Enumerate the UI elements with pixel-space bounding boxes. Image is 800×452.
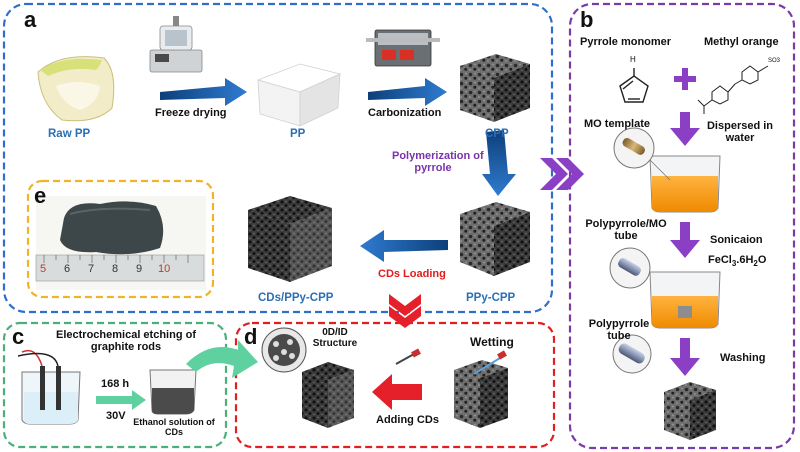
- polymerization-arrow: [482, 130, 516, 196]
- etching-title: Electrochemical etching of graphite rods: [36, 329, 216, 353]
- ruler: [35, 254, 205, 282]
- chevron-right-icon: [540, 158, 568, 190]
- ethanol-solution-line1: Ethanol solution of: [133, 417, 215, 427]
- transfer-arrow: [186, 340, 258, 378]
- panel-b-frame: [568, 2, 796, 450]
- polymerization-line1: Polymerization of: [392, 150, 484, 162]
- ppy-mo-tube-label: Polypyrrole/MO tube: [574, 218, 678, 242]
- fecl3-part3: O: [757, 254, 767, 266]
- polymerization-label: Polymerization of pyrrole: [392, 150, 484, 175]
- structure-label: 0D/ID Structure: [300, 327, 370, 349]
- cpp-label: CPP: [485, 128, 509, 140]
- etching-title-line1: Electrochemical etching of: [56, 329, 196, 341]
- structure-line1: 0D/ID: [322, 327, 348, 338]
- panel-label-d: d: [244, 324, 258, 349]
- panel-label-c: c: [12, 324, 25, 349]
- dispersed-label: Dispersed in water: [700, 120, 780, 144]
- wetting-dropper-icon: [473, 350, 507, 375]
- ppy-tube-label: Polypyrrole tube: [574, 318, 664, 342]
- ppy-cpp-label: PPy-CPP: [466, 292, 516, 304]
- raw-pp-image: [37, 56, 115, 122]
- beaker-mo: [613, 127, 721, 213]
- sonication-label: Sonicaion: [710, 234, 763, 246]
- raw-pp-label: Raw PP: [48, 128, 91, 140]
- pp-image: [256, 63, 342, 127]
- so3-label: SO3: [768, 58, 781, 64]
- cds-ppy-cpp-image: [248, 196, 332, 282]
- pyrrole-h-label: H: [630, 55, 636, 64]
- ruler-number: 6: [64, 263, 71, 275]
- adding-cds-label: Adding CDs: [376, 414, 439, 426]
- ppy-cpp-image: [460, 202, 530, 276]
- freeze-drying-label: Freeze drying: [155, 107, 227, 119]
- polypyrrole-tube-image: [612, 334, 652, 374]
- panel-label-e: e: [34, 183, 47, 208]
- ruler-number: 7: [88, 263, 95, 275]
- ppy-mo-line1: Polypyrrole/MO: [585, 218, 667, 230]
- dropper-icon: [395, 348, 421, 365]
- polymerization-line2: pyrrole: [414, 162, 452, 175]
- mo-template-label: MO template: [584, 118, 651, 130]
- ruler-number: 9: [136, 263, 143, 275]
- dispersed-line1: Dispersed in: [706, 120, 774, 132]
- ruler-number: 10: [158, 263, 171, 275]
- etching-arrow: [96, 390, 146, 410]
- dispersed-line2: water: [725, 132, 755, 145]
- fecl3-label: FeCl3.6H2O: [708, 254, 766, 269]
- ruler-number: 8: [112, 263, 119, 275]
- fecl3-part2: .6H: [736, 254, 754, 266]
- etching-voltage-label: 30V: [106, 410, 126, 422]
- cds-loading-label: CDs Loading: [378, 268, 446, 280]
- chevron-down-icon: [389, 294, 421, 316]
- dispersion-arrow: [670, 112, 700, 146]
- ppy-final-cube: [664, 382, 716, 440]
- carbonization-label: Carbonization: [368, 107, 442, 119]
- pp-label: PP: [290, 128, 306, 140]
- carbonization-arrow: [368, 78, 447, 106]
- panel-d-frame: [234, 321, 556, 449]
- panel-label-b: b: [580, 7, 594, 32]
- plus-icon: [674, 68, 696, 90]
- adding-cds-arrow: [372, 374, 422, 410]
- cds-loaded-cube: [302, 362, 354, 428]
- methyl-orange-label: Methyl orange: [704, 36, 779, 48]
- panel-a-frame: [2, 2, 554, 314]
- ppy-mo-line2: tube: [614, 230, 638, 243]
- pyrrole-monomer-label: Pyrrole monomer: [580, 36, 672, 48]
- etching-time-label: 168 h: [101, 378, 130, 390]
- ppy-tube-line2: tube: [607, 330, 631, 343]
- freeze-drying-arrow: [160, 78, 247, 106]
- washing-arrow: [670, 338, 700, 376]
- ethanol-solution-line2: CDs: [164, 426, 183, 437]
- sonication-arrow: [670, 222, 700, 258]
- freeze-dryer-image: [149, 16, 203, 73]
- cds-ppy-cpp-label: CDs/PPy-CPP: [258, 292, 334, 304]
- ruler-number: 5: [40, 263, 47, 275]
- tube-furnace-image: [366, 29, 440, 67]
- methyl-orange-structure: [697, 65, 769, 114]
- panel-c-frame: [2, 321, 228, 449]
- ppy-tube-line1: Polypyrrole: [588, 318, 650, 330]
- etching-title-line2: graphite rods: [90, 341, 162, 354]
- beaker-ppy-mo: [609, 247, 721, 329]
- fecl3-sub1: 3: [731, 259, 737, 269]
- etching-beaker: [17, 349, 81, 425]
- panel-e-frame: [26, 179, 215, 299]
- pyrrole-structure: [619, 68, 649, 103]
- wetting-label: Wetting: [470, 335, 514, 349]
- fecl3-part1: FeCl: [708, 254, 732, 266]
- cds-solution-beaker: [149, 369, 197, 415]
- ethanol-solution-label: Ethanol solution of CDs: [126, 417, 222, 438]
- cds-loading-arrow: [360, 230, 448, 262]
- washing-label: Washing: [720, 352, 766, 364]
- cpp-image: [460, 54, 530, 122]
- zoom-circle-image: [261, 327, 307, 373]
- fecl3-sub2: 2: [753, 259, 758, 269]
- structure-line2: Structure: [312, 338, 358, 349]
- panel-label-a: a: [24, 7, 37, 32]
